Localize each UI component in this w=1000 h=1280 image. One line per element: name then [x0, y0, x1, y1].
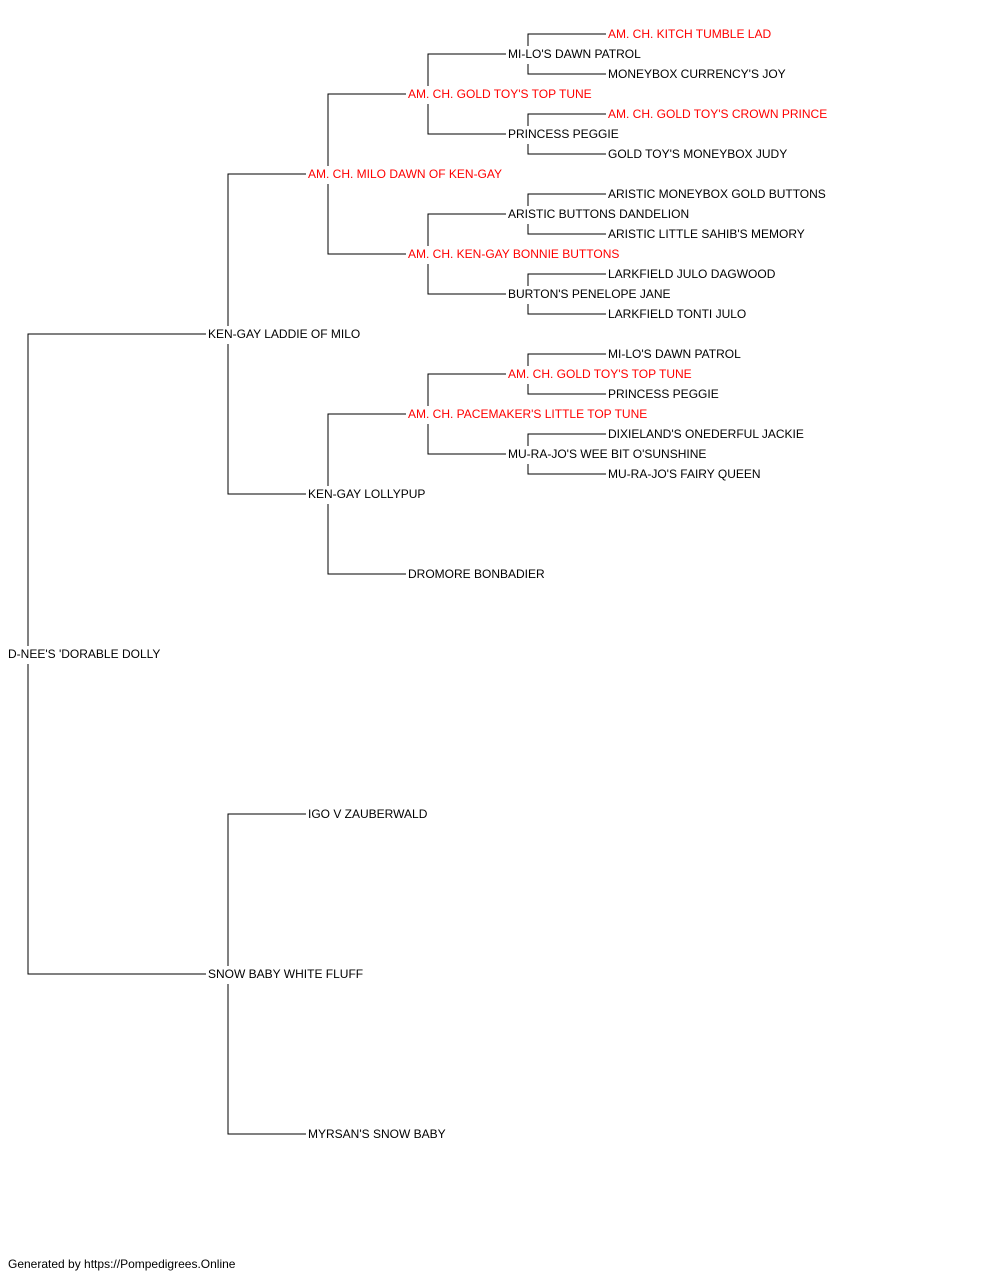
connector-sire-dam-sire-sire-sire: [527, 353, 606, 366]
connector-sire-dam-sire-dam-sire: [527, 433, 606, 446]
pedigree-dam: SNOW BABY WHITE FLUFF: [208, 967, 366, 981]
pedigree-sire-sire-dam-sire-sire: ARISTIC MONEYBOX GOLD BUTTONS: [608, 187, 828, 201]
pedigree-sire-dam-dam: DROMORE BONBADIER: [408, 567, 547, 581]
connector-sire-sire-dam-dam: [427, 264, 506, 295]
connector-sire-sire-dam-dam-sire: [527, 273, 606, 286]
pedigree-sire-sire-sire-sire-sire: AM. CH. KITCH TUMBLE LAD: [608, 27, 774, 41]
connector-sire-dam-sire-dam: [427, 424, 506, 455]
pedigree-sire-sire-sire-dam-dam: GOLD TOY'S MONEYBOX JUDY: [608, 147, 790, 161]
connector-sire-sire-sire: [327, 93, 406, 166]
connector-sire-sire-dam-sire: [427, 213, 506, 246]
pedigree-sire: KEN-GAY LADDIE OF MILO: [208, 327, 363, 341]
pedigree-sire-sire-dam-sire: ARISTIC BUTTONS DANDELION: [508, 207, 692, 221]
generated-by-footer: Generated by https://Pompedigrees.Online: [8, 1257, 236, 1271]
pedigree-sire-sire-dam: AM. CH. KEN-GAY BONNIE BUTTONS: [408, 247, 622, 261]
pedigree-sire-dam-sire-dam-sire: DIXIELAND'S ONEDERFUL JACKIE: [608, 427, 806, 441]
pedigree-sire-sire-dam-dam-sire: LARKFIELD JULO DAGWOOD: [608, 267, 778, 281]
pedigree-sire-dam-sire-dam: MU-RA-JO'S WEE BIT O'SUNSHINE: [508, 447, 709, 461]
connector-dam-sire: [227, 813, 306, 966]
connector-sire-dam-dam: [327, 504, 406, 575]
pedigree-dam-dam: MYRSAN'S SNOW BABY: [308, 1127, 448, 1141]
connector-sire-dam: [227, 344, 306, 495]
connector-sire-dam-sire: [327, 413, 406, 486]
connector-sire-sire-sire-dam: [427, 104, 506, 135]
connector-sire: [27, 333, 206, 646]
connector-sire-dam-sire-dam-dam: [527, 464, 606, 475]
pedigree-sire-sire-sire-dam-sire: AM. CH. GOLD TOY'S CROWN PRINCE: [608, 107, 830, 121]
pedigree-sire-sire-dam-sire-dam: ARISTIC LITTLE SAHIB'S MEMORY: [608, 227, 807, 241]
connector-sire-sire-dam-sire-dam: [527, 224, 606, 235]
pedigree-sire-dam-sire-dam-dam: MU-RA-JO'S FAIRY QUEEN: [608, 467, 763, 481]
connector-dam-dam: [227, 984, 306, 1135]
pedigree-sire-sire: AM. CH. MILO DAWN OF KEN-GAY: [308, 167, 505, 181]
pedigree-sire-sire-sire-sire-dam: MONEYBOX CURRENCY'S JOY: [608, 67, 788, 81]
pedigree-sire-dam-sire: AM. CH. PACEMAKER'S LITTLE TOP TUNE: [408, 407, 650, 421]
pedigree-subject: D-NEE'S 'DORABLE DOLLY: [8, 647, 163, 661]
connector-sire-sire-dam-dam-dam: [527, 304, 606, 315]
pedigree-sire-sire-sire: AM. CH. GOLD TOY'S TOP TUNE: [408, 87, 594, 101]
pedigree-sire-sire-sire-dam: PRINCESS PEGGIE: [508, 127, 621, 141]
connector-sire-sire-dam-sire-sire: [527, 193, 606, 206]
pedigree-sire-dam-sire-sire-sire: MI-LO'S DAWN PATROL: [608, 347, 743, 361]
connector-sire-sire-sire-sire-dam: [527, 64, 606, 75]
pedigree-sire-sire-dam-dam: BURTON'S PENELOPE JANE: [508, 287, 673, 301]
connector-sire-sire-sire-dam-dam: [527, 144, 606, 155]
connector-sire-dam-sire-sire-dam: [527, 384, 606, 395]
pedigree-dam-sire: IGO V ZAUBERWALD: [308, 807, 430, 821]
connector-sire-sire-dam: [327, 184, 406, 255]
pedigree-sire-sire-dam-dam-dam: LARKFIELD TONTI JULO: [608, 307, 749, 321]
connector-dam: [27, 664, 206, 975]
pedigree-sire-sire-sire-sire: MI-LO'S DAWN PATROL: [508, 47, 643, 61]
pedigree-sire-dam: KEN-GAY LOLLYPUP: [308, 487, 428, 501]
pedigree-sire-dam-sire-sire: AM. CH. GOLD TOY'S TOP TUNE: [508, 367, 694, 381]
connector-sire-sire-sire-sire-sire: [527, 33, 606, 46]
connector-sire-sire-sire-sire: [427, 53, 506, 86]
connector-sire-dam-sire-sire: [427, 373, 506, 406]
connector-sire-sire-sire-dam-sire: [527, 113, 606, 126]
connector-sire-sire: [227, 173, 306, 326]
pedigree-sire-dam-sire-sire-dam: PRINCESS PEGGIE: [608, 387, 721, 401]
